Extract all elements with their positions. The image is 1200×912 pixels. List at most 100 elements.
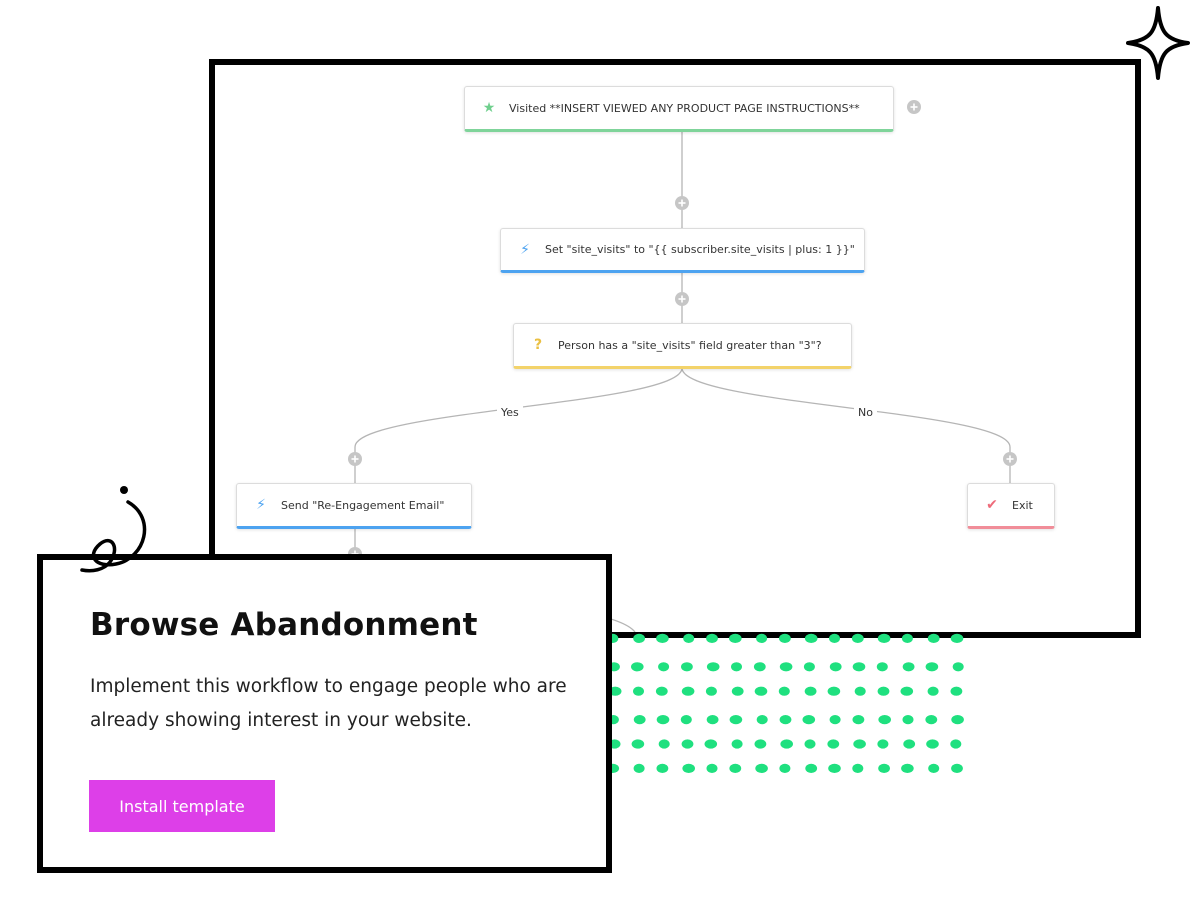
- question-icon: ?: [533, 337, 543, 353]
- dot: [827, 739, 840, 749]
- dot: [753, 662, 766, 672]
- dot: [729, 763, 742, 773]
- dot: [779, 715, 792, 725]
- dot: [902, 715, 914, 725]
- dot: [731, 739, 743, 749]
- lightning-icon: ⚡: [256, 497, 266, 513]
- dot: [755, 763, 768, 773]
- dot: [951, 715, 964, 725]
- dot: [878, 715, 891, 725]
- workflow-preview: ★ Visited **INSERT VIEWED ANY PRODUCT PA…: [209, 59, 1141, 638]
- card-title: Browse Abandonment: [90, 607, 478, 643]
- dot: [706, 662, 720, 672]
- dot: [779, 763, 791, 773]
- set-field-label: Set "site_visits" to "{{ subscriber.site…: [545, 243, 855, 256]
- dot: [926, 739, 939, 749]
- dot: [754, 739, 767, 749]
- trigger-node[interactable]: ★ Visited **INSERT VIEWED ANY PRODUCT PA…: [464, 86, 894, 132]
- dot: [631, 739, 645, 749]
- exit-label: Exit: [1012, 498, 1033, 512]
- dot: [877, 739, 889, 749]
- dot: [804, 686, 817, 696]
- yes-branch-label: Yes: [497, 406, 523, 419]
- dot: [804, 633, 818, 643]
- dot: [633, 715, 646, 725]
- dot: [903, 739, 916, 749]
- dot: [827, 686, 841, 696]
- dot: [681, 662, 693, 672]
- dot: [878, 763, 890, 773]
- dot: [731, 662, 742, 672]
- template-card: Browse Abandonment Implement this workfl…: [37, 554, 612, 873]
- dot: [656, 715, 670, 725]
- dot: [754, 686, 768, 696]
- dot: [877, 633, 891, 643]
- dot: [705, 686, 717, 696]
- dot: [854, 686, 866, 696]
- dot: [778, 686, 790, 696]
- dot: [656, 763, 669, 773]
- set-field-node[interactable]: ⚡ Set "site_visits" to "{{ subscriber.si…: [500, 228, 865, 273]
- condition-label: Person has a "site_visits" field greater…: [558, 338, 822, 352]
- dot: [631, 662, 644, 672]
- dot: [706, 763, 718, 773]
- dot: [682, 763, 695, 773]
- dot: [706, 633, 718, 643]
- dot: [829, 715, 841, 725]
- dot: [658, 662, 670, 672]
- dot: [851, 633, 864, 643]
- dot: [804, 739, 816, 749]
- dot: [829, 633, 840, 643]
- dot: [780, 739, 793, 749]
- condition-node[interactable]: ? Person has a "site_visits" field great…: [513, 323, 852, 369]
- squiggle-icon: [80, 486, 147, 573]
- sparkle-icon: [1126, 6, 1190, 80]
- checkmark-icon: ✔: [986, 497, 998, 513]
- dot: [852, 715, 865, 725]
- dot: [927, 686, 939, 696]
- dot: [779, 662, 793, 672]
- dot: [729, 633, 742, 643]
- dot: [805, 763, 818, 773]
- no-branch-label: No: [854, 406, 877, 419]
- dot: [681, 686, 695, 696]
- install-template-button[interactable]: Install template: [89, 780, 275, 832]
- exit-node[interactable]: ✔ Exit: [967, 483, 1055, 529]
- dot: [608, 686, 622, 696]
- dot: [925, 715, 938, 725]
- dot-pattern: [606, 633, 964, 773]
- dot: [704, 739, 718, 749]
- dot: [852, 763, 864, 773]
- dot: [683, 633, 695, 643]
- dot: [951, 763, 963, 773]
- dot: [950, 739, 962, 749]
- dot: [852, 662, 866, 672]
- dot: [779, 633, 791, 643]
- dot: [928, 763, 940, 773]
- send-email-label: Send "Re-Engagement Email": [281, 498, 445, 512]
- dot: [950, 686, 963, 696]
- dot: [876, 662, 888, 672]
- dot: [655, 686, 668, 696]
- dot: [828, 763, 841, 773]
- trigger-label: Visited **INSERT VIEWED ANY PRODUCT PAGE…: [509, 101, 860, 115]
- dot: [900, 686, 914, 696]
- dot: [950, 633, 964, 643]
- dot: [877, 686, 890, 696]
- dot: [925, 662, 939, 672]
- dot: [802, 715, 816, 725]
- dot: [633, 686, 644, 696]
- lightning-icon: ⚡: [520, 241, 530, 258]
- dot: [756, 715, 768, 725]
- dot: [853, 739, 866, 749]
- dot: [952, 662, 964, 672]
- dot: [729, 715, 743, 725]
- dot: [756, 633, 768, 643]
- dot: [633, 763, 645, 773]
- dot: [680, 715, 692, 725]
- dot: [706, 715, 719, 725]
- send-email-node[interactable]: ⚡ Send "Re-Engagement Email": [236, 483, 472, 529]
- dot: [829, 662, 842, 672]
- dot: [681, 739, 694, 749]
- dot: [803, 662, 815, 672]
